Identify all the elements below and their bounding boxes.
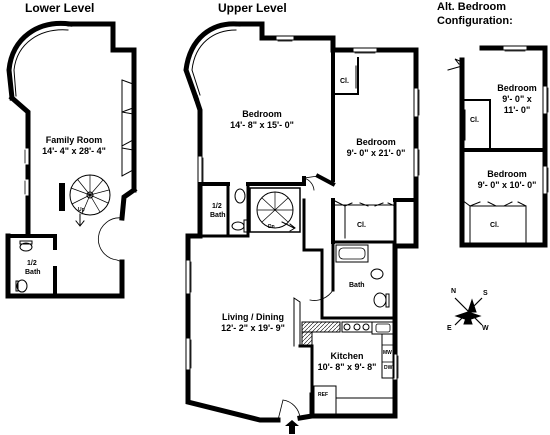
compass-n-label: N: [451, 288, 457, 295]
upper-half-bath-label-1: 1/2: [212, 203, 222, 210]
alt-closet-b-label: Cl.: [490, 222, 499, 229]
bedroom-1-dims: 14'- 8" x 15'- 0": [230, 120, 294, 130]
microwave-label: MW: [383, 350, 392, 356]
living-dining-name: Living / Dining: [222, 312, 284, 322]
lower-half-bath-label-2: Bath: [25, 269, 41, 276]
compass-w-label: W: [482, 325, 489, 332]
compass-s-label: S: [483, 290, 488, 297]
upper-level-plan: [183, 21, 420, 423]
alt-bedroom-b-name: Bedroom: [487, 169, 527, 179]
refrigerator-label: REF: [318, 392, 328, 398]
family-room-name: Family Room: [45, 135, 103, 145]
closet-top-label: Cl.: [340, 78, 349, 85]
bath-label: Bath: [349, 282, 365, 289]
lower-stair-label: Up: [78, 207, 85, 213]
alt-bedroom-a-dims-2: 11'- 0": [503, 105, 531, 115]
upper-level-heading: Upper Level: [218, 1, 287, 15]
kitchen-name: Kitchen: [330, 351, 364, 361]
bedroom-2-dims: 9'- 0" x 21'- 0": [346, 148, 406, 158]
lower-level-plan: [5, 20, 138, 299]
kitchen-dims: 10'- 8" x 9'- 8": [317, 362, 377, 372]
lower-level-heading: Lower Level: [25, 1, 95, 15]
alt-config-heading-line1: Alt. Bedroom: [437, 1, 507, 13]
alt-config-heading-line2: Configuration:: [437, 15, 513, 27]
compass-e-label: E: [447, 325, 452, 332]
upper-stair-label: Dn: [268, 224, 275, 230]
alt-bedroom-a-name: Bedroom: [497, 83, 537, 93]
alt-closet-a-label: Cl.: [470, 117, 479, 124]
entry-arrow-icon: [285, 420, 299, 434]
alt-bedroom-b-dims: 9'- 0" x 10'- 0": [477, 180, 537, 190]
alt-bedroom-a-dims-1: 9'- 0" x: [502, 94, 532, 104]
dishwasher-label: DW: [384, 365, 393, 371]
family-room-dims: 14'- 4" x 28'- 4": [42, 146, 106, 156]
closet-mid-label: Cl.: [357, 222, 366, 229]
alt-bedroom-plan: [447, 45, 549, 248]
bedroom-1-name: Bedroom: [242, 109, 282, 119]
lower-half-bath-label-1: 1/2: [27, 260, 37, 267]
compass-icon: [454, 297, 483, 326]
upper-half-bath-label-2: Bath: [210, 212, 226, 219]
living-dining-dims: 12'- 2" x 19'- 9": [221, 323, 285, 333]
bedroom-2-name: Bedroom: [356, 137, 396, 147]
